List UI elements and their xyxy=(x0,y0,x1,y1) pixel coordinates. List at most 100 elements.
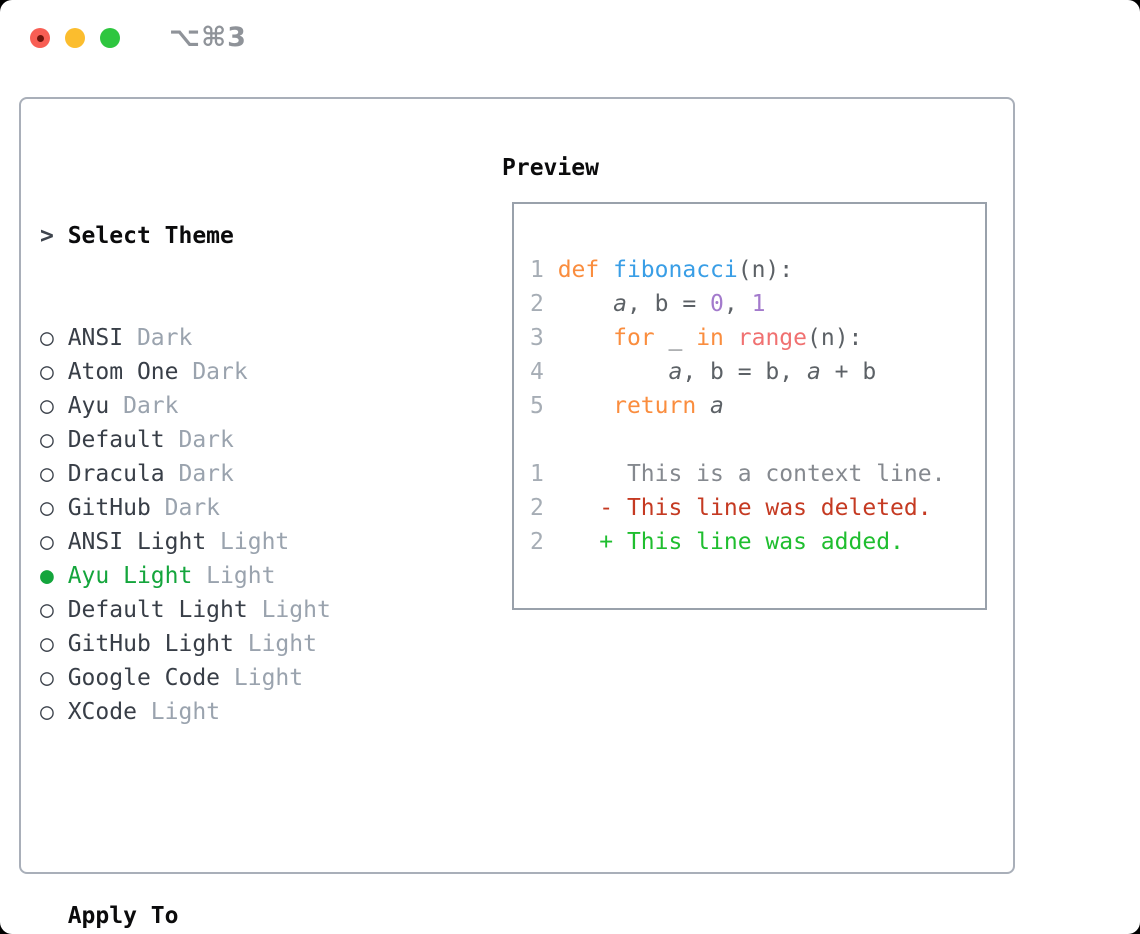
titlebar: ⌥⌘3 xyxy=(0,0,1140,70)
theme-option[interactable]: ○ Ayu Dark xyxy=(40,389,492,423)
window-title: ⌥⌘3 xyxy=(169,22,247,53)
preview-code-line: 1 This is a context line. xyxy=(530,457,985,491)
preview-code-line: 2 a, b = 0, 1 xyxy=(530,287,985,321)
code-token: range xyxy=(737,325,807,351)
radio-icon: ○ xyxy=(40,495,68,521)
apply-to-header-label: Apply To xyxy=(67,903,179,929)
line-number: 1 xyxy=(530,461,558,487)
theme-option[interactable]: ○ Default Light Light xyxy=(40,593,492,627)
line-number: 3 xyxy=(530,325,558,351)
option-variant-label: Dark xyxy=(164,427,234,453)
line-number: 4 xyxy=(530,359,558,385)
radio-icon: ○ xyxy=(40,699,68,725)
code-token: , xyxy=(723,291,752,317)
option-variant-label: Dark xyxy=(123,325,193,351)
code-token: a xyxy=(806,359,821,385)
option-variant-label: Light xyxy=(247,597,331,623)
apply-to-header: Apply To xyxy=(40,899,492,933)
option-variant-label: Light xyxy=(206,529,290,555)
radio-selected-icon: ● xyxy=(40,563,68,589)
code-token xyxy=(558,291,613,317)
theme-option[interactable]: ○ Default Dark xyxy=(40,423,492,457)
spacer xyxy=(40,797,492,831)
option-variant-label: Dark xyxy=(150,495,221,521)
line-number xyxy=(530,427,558,453)
code-token: + b xyxy=(820,359,877,385)
theme-option[interactable]: ○ XCode Light xyxy=(40,695,492,729)
code-token: a xyxy=(710,393,724,419)
traffic-lights xyxy=(30,28,120,48)
code-token xyxy=(599,257,613,283)
code-token xyxy=(558,325,613,351)
option-label: GitHub xyxy=(67,495,151,521)
radio-icon: ○ xyxy=(40,427,68,453)
minimize-button[interactable] xyxy=(65,28,85,48)
close-button[interactable] xyxy=(30,28,50,48)
theme-option[interactable]: ○ GitHub Light Light xyxy=(40,627,492,661)
code-token: - This line was deleted. xyxy=(557,495,932,521)
theme-option[interactable]: ○ ANSI Light Light xyxy=(40,525,492,559)
indent xyxy=(40,903,68,929)
option-variant-label: Dark xyxy=(109,393,179,419)
zoom-button[interactable] xyxy=(100,28,120,48)
code-token xyxy=(558,359,669,385)
option-variant-label: Dark xyxy=(164,461,234,487)
option-label: Default Light xyxy=(67,597,248,623)
line-number: 2 xyxy=(530,529,558,555)
radio-icon: ○ xyxy=(40,393,68,419)
theme-option[interactable]: ○ Dracula Dark xyxy=(40,457,492,491)
option-label: ANSI xyxy=(67,325,124,351)
select-theme-header: > Select Theme xyxy=(40,219,492,253)
option-variant-label: Light xyxy=(233,631,317,657)
code-token: fibonacci xyxy=(613,257,738,283)
radio-icon: ○ xyxy=(40,631,68,657)
preview-code-line: 2 - This line was deleted. xyxy=(530,491,985,525)
code-token: a xyxy=(613,291,627,317)
theme-option-selected[interactable]: ● Ayu Light Light xyxy=(40,559,492,593)
option-variant-label: Light xyxy=(220,665,304,691)
code-token: , b = b, xyxy=(682,359,807,385)
preview-code-line: 3 for _ in range(n): xyxy=(530,321,985,355)
option-label: Google Code xyxy=(67,665,221,691)
theme-option[interactable]: ○ GitHub Dark xyxy=(40,491,492,525)
code-token: return xyxy=(613,393,697,419)
option-variant-label: Dark xyxy=(178,359,248,385)
preview-code-line: 1 def fibonacci(n): xyxy=(530,253,985,287)
code-token: _ xyxy=(654,325,697,351)
theme-list-column: > Select Theme ○ ANSI Dark○ Atom One Dar… xyxy=(40,151,492,934)
code-token: (n): xyxy=(737,257,794,283)
radio-icon: ○ xyxy=(40,359,68,385)
code-token xyxy=(696,393,710,419)
theme-picker-panel: > Select Theme ○ ANSI Dark○ Atom One Dar… xyxy=(19,97,1015,929)
option-label: ANSI Light xyxy=(67,529,207,555)
focus-caret-icon: > xyxy=(40,223,68,249)
code-token: 1 xyxy=(751,291,766,317)
option-variant-label: Light xyxy=(136,699,221,725)
code-token xyxy=(724,325,738,351)
code-token xyxy=(558,393,613,419)
line-number: 1 xyxy=(530,257,558,283)
code-token: + This line was added. xyxy=(557,529,904,555)
line-number: 5 xyxy=(530,393,558,419)
option-variant-label: Light xyxy=(192,563,276,589)
radio-icon: ○ xyxy=(40,461,68,487)
option-label: Ayu Light xyxy=(67,563,193,589)
radio-icon: ○ xyxy=(40,665,68,691)
code-token: for xyxy=(613,325,655,351)
preview-column: Preview 1 def fibonacci(n):2 a, b = 0, 1… xyxy=(502,151,987,610)
line-number: 2 xyxy=(530,495,558,521)
option-label: GitHub Light xyxy=(67,631,234,657)
theme-option[interactable]: ○ Atom One Dark xyxy=(40,355,492,389)
code-token: This is a context line. xyxy=(557,461,946,487)
select-theme-header-label: Select Theme xyxy=(67,223,234,249)
preview-blank-line xyxy=(530,423,985,457)
option-label: Ayu xyxy=(67,393,110,419)
option-label: XCode xyxy=(67,699,137,725)
theme-options-list: ○ ANSI Dark○ Atom One Dark○ Ayu Dark○ De… xyxy=(40,321,492,729)
preview-code-line: 2 + This line was added. xyxy=(530,525,985,559)
code-token: in xyxy=(696,325,724,351)
theme-option[interactable]: ○ ANSI Dark xyxy=(40,321,492,355)
theme-option[interactable]: ○ Google Code Light xyxy=(40,661,492,695)
